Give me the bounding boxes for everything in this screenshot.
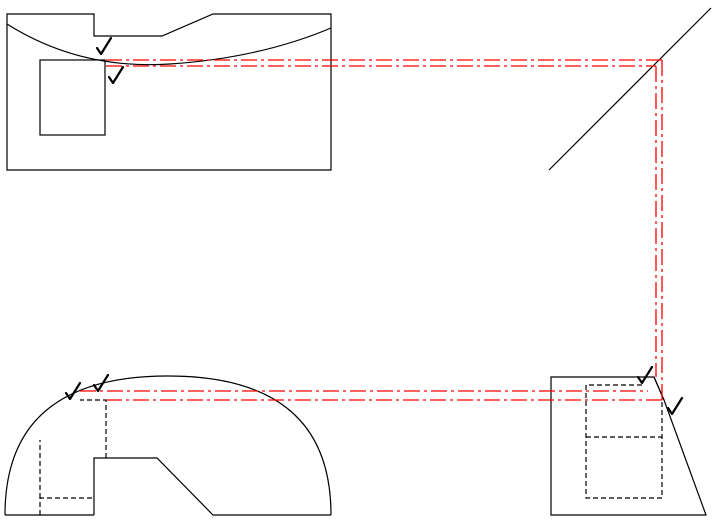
side-view-outline [550, 376, 707, 516]
check-mark-icon [636, 365, 654, 385]
check-mark-icon [666, 396, 684, 416]
check-mark-icon [107, 65, 125, 85]
front-view-hidden-step [39, 497, 94, 515]
check-marks [64, 36, 684, 416]
front-view-arc [4, 375, 332, 516]
top-view-curve [6, 23, 332, 66]
front-view-profile [93, 457, 331, 516]
front-view [4, 375, 332, 516]
projection-lines [80, 59, 663, 401]
mitre-line [548, 7, 712, 171]
top-view [6, 13, 332, 171]
top-view-outline [6, 13, 332, 171]
check-mark-icon [95, 36, 113, 56]
front-view-hidden-edge [80, 399, 107, 458]
top-view-inner-rectangle [39, 59, 106, 136]
check-mark-icon [64, 381, 82, 401]
check-mark-icon [92, 373, 110, 393]
side-view-hidden-outer [585, 384, 663, 499]
